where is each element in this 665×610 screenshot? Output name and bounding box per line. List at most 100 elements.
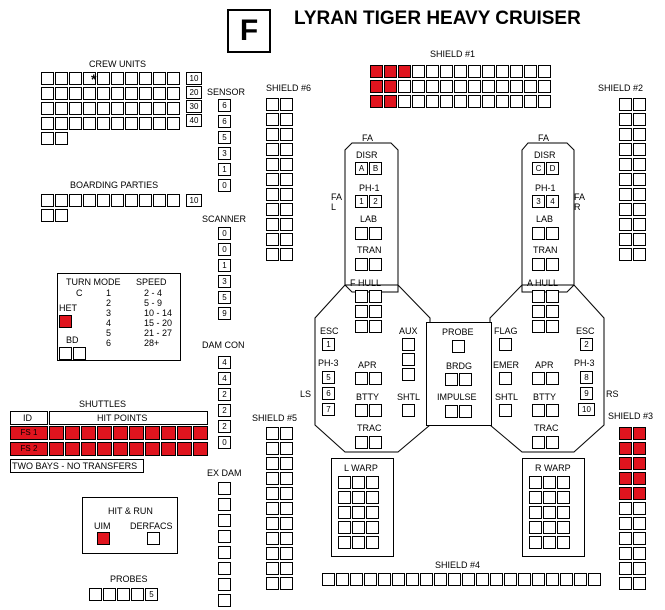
shield-6-box[interactable] [266,248,279,261]
apr-box[interactable] [546,372,559,385]
boarding-party-box[interactable] [111,194,124,207]
shield-1-box[interactable] [370,65,383,78]
crew-unit-box[interactable] [41,117,54,130]
shuttle-hit-point-box[interactable] [49,442,64,456]
left-warp-box[interactable] [366,491,379,504]
crew-unit-box[interactable] [139,72,152,85]
apr-box[interactable] [355,372,368,385]
shuttle-hit-point-box[interactable] [177,426,192,440]
aft-hull-box[interactable] [546,320,559,333]
shield-1-box[interactable] [524,80,537,93]
shield-1-box[interactable] [398,95,411,108]
crew-unit-box[interactable] [55,102,68,115]
damcon-box[interactable]: 2 [218,420,231,433]
right-warp-box[interactable] [543,521,556,534]
tran-box[interactable] [546,258,559,271]
right-warp-box[interactable] [557,476,570,489]
crew-unit-box[interactable] [139,117,152,130]
btty-box[interactable] [369,404,382,417]
right-warp-box[interactable] [557,506,570,519]
boarding-party-box[interactable] [41,209,54,222]
excess-damage-box[interactable] [218,546,231,559]
sensor-box[interactable]: 1 [218,163,231,176]
shield-5-box[interactable] [280,472,293,485]
shield-5-box[interactable] [266,577,279,590]
shuttle-id[interactable]: FS 2 [10,442,48,456]
excess-damage-box[interactable] [218,498,231,511]
shield-5-box[interactable] [280,517,293,530]
boarding-party-box[interactable] [125,194,138,207]
crew-unit-box[interactable] [111,87,124,100]
crew-unit-box[interactable] [125,72,138,85]
impulse-box[interactable] [459,405,472,418]
disruptor-d-box[interactable]: D [546,162,559,175]
crew-unit-box[interactable] [167,87,180,100]
shuttle-hit-point-box[interactable] [113,426,128,440]
bridge-box[interactable] [445,373,458,386]
shield-2-box[interactable] [619,233,632,246]
shield-2-box[interactable] [633,143,646,156]
shield-1-box[interactable] [426,80,439,93]
disruptor-a-box[interactable]: A [355,162,368,175]
shield-3-box[interactable] [633,517,646,530]
shield-3-box[interactable] [633,502,646,515]
apr-box[interactable] [532,372,545,385]
crew-unit-box[interactable] [153,102,166,115]
left-warp-box[interactable] [338,506,351,519]
right-warp-box[interactable] [543,536,556,549]
aft-hull-box[interactable] [532,290,545,303]
shield-5-box[interactable] [280,427,293,440]
tran-box[interactable] [532,258,545,271]
shield-4-box[interactable] [504,573,517,586]
shield-4-box[interactable] [420,573,433,586]
left-warp-box[interactable] [352,521,365,534]
shield-3-box[interactable] [633,547,646,560]
shield-1-box[interactable] [384,95,397,108]
aux-box[interactable] [402,338,415,351]
shield-3-box[interactable] [619,577,632,590]
left-warp-box[interactable] [366,536,379,549]
shield-5-box[interactable] [266,562,279,575]
shield-1-box[interactable] [468,95,481,108]
shield-2-box[interactable] [619,113,632,126]
shield-5-box[interactable] [266,547,279,560]
shield-2-box[interactable] [633,173,646,186]
damcon-box[interactable]: 0 [218,436,231,449]
shield-1-box[interactable] [440,80,453,93]
crew-unit-box[interactable] [69,87,82,100]
shield-3-box[interactable] [619,487,632,500]
shield-2-box[interactable] [633,158,646,171]
shield-4-box[interactable] [322,573,335,586]
crew-unit-box[interactable] [139,87,152,100]
shield-6-box[interactable] [280,188,293,201]
sensor-box[interactable]: 3 [218,147,231,160]
boarding-party-box[interactable] [83,194,96,207]
shield-1-box[interactable] [370,80,383,93]
scanner-box[interactable]: 5 [218,291,231,304]
shield-1-box[interactable] [454,65,467,78]
shield-6-box[interactable] [266,188,279,201]
shield-3-box[interactable] [633,442,646,455]
crew-unit-box[interactable] [167,72,180,85]
crew-unit-box[interactable] [111,72,124,85]
shield-2-box[interactable] [633,188,646,201]
shield-6-box[interactable] [280,158,293,171]
shield-3-box[interactable] [619,532,632,545]
shield-1-box[interactable] [440,95,453,108]
shield-1-box[interactable] [384,65,397,78]
sensor-box[interactable]: 6 [218,99,231,112]
shuttle-hit-point-box[interactable] [113,442,128,456]
crew-unit-box[interactable] [111,102,124,115]
shield-3-box[interactable] [633,457,646,470]
boarding-party-box[interactable] [97,194,110,207]
crew-unit-box[interactable] [125,117,138,130]
excess-damage-box[interactable] [218,594,231,607]
left-warp-box[interactable] [338,536,351,549]
shield-5-box[interactable] [266,427,279,440]
shield-2-box[interactable] [619,188,632,201]
sensor-box[interactable]: 5 [218,131,231,144]
shield-5-box[interactable] [280,487,293,500]
shield-6-box[interactable] [280,113,293,126]
left-esc-box[interactable]: 1 [322,338,335,351]
shield-1-box[interactable] [510,80,523,93]
